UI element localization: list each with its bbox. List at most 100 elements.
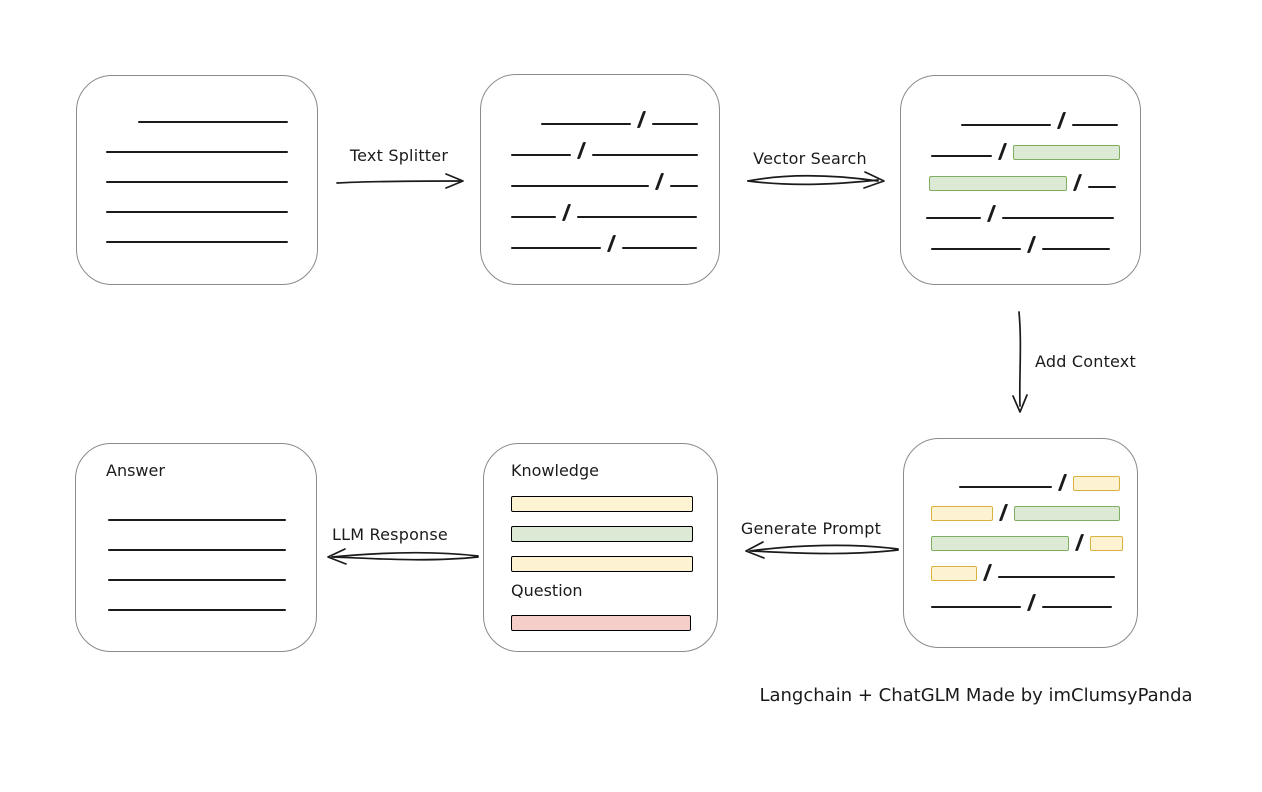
context-chunks-lines [904,461,1137,611]
source-document-lines [77,96,317,246]
answer-lines [76,494,316,614]
yellow-bar [511,496,693,512]
chunk-row [106,156,317,186]
chunk-row [931,222,1140,253]
slash-separator [1057,474,1067,491]
chunk-row [108,554,316,584]
chunk-row [106,186,317,216]
text-splitter-arrow [336,173,464,189]
yellow-chunk-highlight [1089,536,1123,551]
text-line [959,486,1052,488]
chunk-row [931,491,1137,521]
text-line [926,217,981,219]
yellow-chunk-highlight [931,506,993,521]
slash-separator [576,142,586,159]
text-line [1001,217,1114,219]
retrieved-chunks-lines [901,98,1140,253]
text-line [511,216,556,218]
text-line [961,124,1051,126]
slash-separator [1026,236,1036,253]
text-line [669,185,698,187]
green-chunk-highlight [1013,506,1120,521]
text-line [511,247,601,249]
question-label: Question [511,581,583,600]
chunk-row [931,551,1137,581]
chunk-row [138,96,317,126]
text-line [108,609,286,611]
text-line [997,576,1115,578]
text-line [1041,606,1112,608]
chunk-row [929,160,1140,191]
text-line [106,181,288,183]
answer-box: Answer [75,443,317,652]
chunk-row [511,190,719,221]
text-line [1071,124,1118,126]
text-line [106,151,288,153]
text-line [511,154,571,156]
add-context-label: Add Context [1035,352,1136,371]
text-line [1087,186,1116,188]
slash-separator [1074,534,1084,551]
answer-label: Answer [106,461,165,480]
chunk-row [931,581,1137,611]
chunk-row [511,159,719,190]
chunk-row [926,191,1140,222]
chunk-row [931,521,1137,551]
chunk-row [961,98,1140,129]
chunk-row [106,126,317,156]
add-context-arrow [1012,311,1028,413]
slash-separator [636,111,646,128]
text-line [108,519,286,521]
source-document-box [76,75,318,285]
text-line [106,211,288,213]
text-line [541,123,631,125]
slash-separator [1026,594,1036,611]
slash-separator [1072,174,1082,191]
text-line [931,606,1021,608]
generate-prompt-arrow [745,541,899,559]
retrieved-chunks-box [900,75,1141,285]
chunk-row [108,524,316,554]
text-line [931,248,1021,250]
context-chunks-box [903,438,1138,648]
chunk-row [931,129,1140,160]
text-line [931,155,992,157]
chunk-row [959,461,1137,491]
split-chunks-box [480,74,720,285]
slash-separator [1056,112,1066,129]
llm-response-label: LLM Response [332,525,448,544]
text-line [651,123,698,125]
prompt-box: Knowledge Question [483,443,718,652]
question-bar [511,615,691,645]
yellow-chunk-highlight [1072,476,1120,491]
chunk-row [511,128,719,159]
text-line [108,579,286,581]
text-line [1041,248,1110,250]
text-line [576,216,697,218]
vector-search-arrow [747,171,885,189]
text-line [511,185,649,187]
slash-separator [561,204,571,221]
green-chunk-highlight [1012,145,1120,160]
slash-separator [986,205,996,222]
knowledge-label: Knowledge [511,461,599,480]
slash-separator [982,564,992,581]
slash-separator [606,235,616,252]
text-line [138,121,288,123]
knowledge-bars [511,496,693,586]
chunk-row [106,216,317,246]
green-chunk-highlight [929,176,1067,191]
yellow-chunk-highlight [931,566,977,581]
yellow-bar [511,556,693,572]
text-splitter-label: Text Splitter [349,146,449,165]
slash-separator [998,504,1008,521]
red-bar [511,615,691,631]
chunk-row [511,221,719,252]
vector-search-label: Vector Search [753,149,867,168]
chunk-row [108,494,316,524]
text-line [591,154,698,156]
slash-separator [654,173,664,190]
text-line [621,247,697,249]
split-chunks-lines [481,97,719,252]
